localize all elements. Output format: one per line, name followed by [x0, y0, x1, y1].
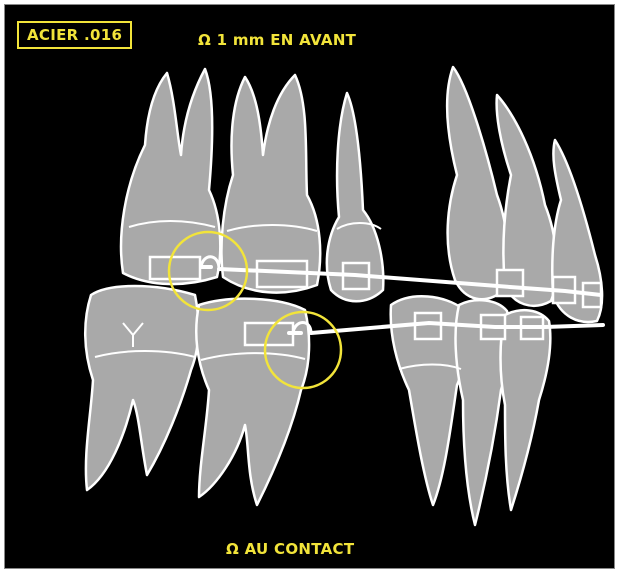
bracket-upper-canine	[497, 270, 523, 296]
lower-loop-caption: Ω AU CONTACT	[226, 540, 354, 558]
bracket-lower-premolar-2	[415, 313, 441, 339]
upper-loop-caption: Ω 1 mm EN AVANT	[198, 31, 356, 49]
wire-spec-label: ACIER .016	[17, 21, 132, 49]
illustration-frame: ACIER .016 Ω 1 mm EN AVANT Ω AU CONTACT	[4, 4, 615, 569]
orthodontic-diagram	[5, 5, 614, 568]
lower-molar	[85, 286, 198, 490]
upper-molar	[121, 69, 220, 284]
bracket-upper-molar	[150, 257, 200, 279]
